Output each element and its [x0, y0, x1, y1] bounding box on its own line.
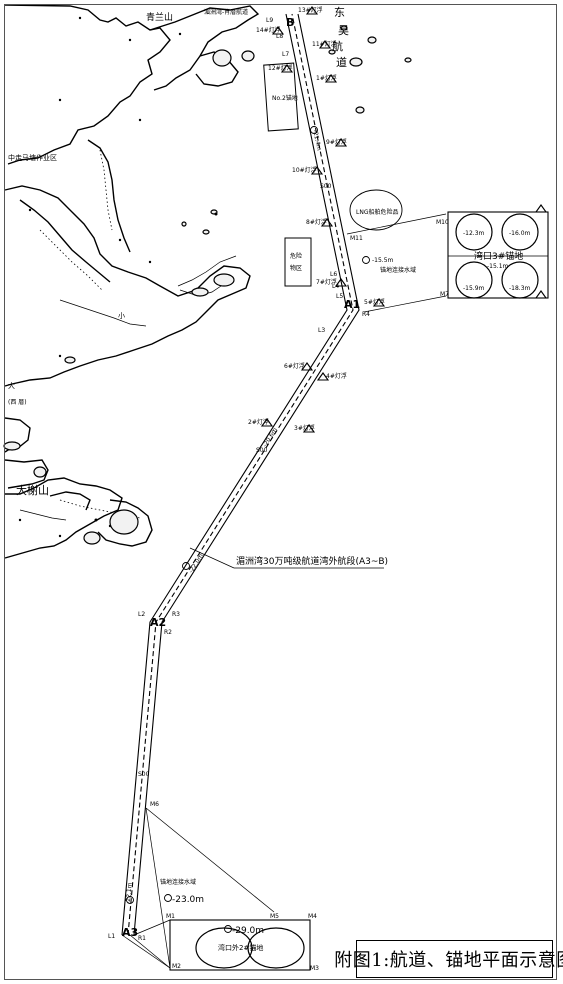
buoy-7: 7#灯浮 [316, 278, 337, 286]
buoy-12: 12#灯浮 [268, 64, 293, 72]
point-m7: M7 [440, 291, 449, 298]
place-hang: 航 [332, 39, 343, 53]
anch3-depth-2: -16.0m [509, 230, 531, 237]
anch3-depth-1: -12.3m [463, 230, 485, 237]
place-qinglan-shan: 青兰山 [146, 11, 173, 23]
conn-water-2-depth: -23.0m [172, 895, 204, 905]
point-m11: M11 [350, 235, 363, 242]
reserved-areas: No.2锚地 危险 物区 LNG船舶危险品 [263, 62, 403, 287]
svg-text:物区: 物区 [290, 264, 302, 272]
land-marks [18, 16, 218, 538]
point-r2: R2 [164, 629, 172, 636]
buoy-labels: 13#灯浮 14#灯浮 11#灯浮 12#灯浮 10#灯浮 9#灯浮 8#灯浮 … [248, 6, 548, 433]
channel-name-label: 湄洲湾30万吨级航道湾外航段(A3~B) [189, 547, 388, 569]
depth-mark-3: -21.4m [311, 129, 322, 152]
svg-text:No.2锚地: No.2锚地 [272, 94, 298, 102]
anch3-depth-5: -18.3m [509, 285, 531, 292]
buoy-4: 4#灯浮 [326, 372, 347, 380]
place-wu: 吴 [338, 24, 349, 37]
point-l6: L6 [330, 271, 337, 278]
point-r3: R3 [172, 611, 180, 618]
anch2-name: 湾口外2#锚地 [218, 943, 263, 952]
buoy-10: 10#灯浮 [292, 166, 317, 174]
point-m1: M1 [166, 913, 175, 920]
buoy-3: 3#灯浮 [294, 424, 315, 432]
point-r1: R1 [138, 935, 146, 942]
speed-mark-2: S00 [256, 447, 268, 454]
depth-mark-4: -20.6m [262, 426, 279, 448]
depth-mark-1: -22.1m [125, 882, 134, 904]
buoy-9: 9#灯浮 [326, 138, 347, 146]
waypoints: B A1 A2 A3 [122, 16, 360, 939]
point-m3: M3 [310, 965, 319, 972]
anch2-depth: -29.0m [232, 926, 264, 936]
buoy-8: 8#灯浮 [306, 218, 327, 226]
anch3-depth-4: -15.9m [463, 285, 485, 292]
point-m5: M5 [270, 913, 279, 920]
main-channel [121, 13, 447, 969]
place-xiao: 小 [118, 311, 125, 320]
place-da: 大 [8, 381, 15, 390]
coastline-daxie [3, 417, 153, 559]
speed-mark-3: S00 [320, 183, 332, 190]
point-m10: M10 [436, 219, 449, 226]
waypoint-a1: A1 [344, 298, 360, 311]
place-ma-area: 中走马塘作业区 [8, 153, 57, 162]
place-daxie-shan: 大榭山 [16, 483, 49, 497]
speed-mark-1: S00 [138, 771, 150, 778]
point-l5: L5 [336, 293, 343, 300]
buoy-1: 1#灯浮 [316, 74, 337, 82]
svg-text:LNG船舶危险品: LNG船舶危险品 [356, 208, 398, 216]
buoy-2: 2#灯浮 [248, 418, 269, 426]
point-l1: L1 [108, 933, 115, 940]
place-dong: 东 [334, 6, 345, 19]
channel-depths: -22.1m -22.0m -21.4m -20.6m S00 S00 S00 [125, 126, 370, 933]
point-l7: L7 [282, 51, 289, 58]
anch3-name: 湾口3#锚地 [474, 250, 523, 262]
point-l8: L8 [276, 33, 283, 40]
point-r4: R4 [362, 311, 370, 318]
point-l9: L9 [266, 17, 273, 24]
anch3-depth-3: -15.1m [487, 263, 509, 270]
conn-water-1-name: 锚地连接水域 [380, 266, 416, 274]
coastline-north [4, 4, 412, 387]
point-m2: M2 [172, 963, 181, 970]
point-m4: M4 [308, 913, 317, 920]
waypoint-a3: A3 [122, 926, 138, 939]
depth-mark-2: -22.0m [188, 552, 205, 574]
place-names: 青兰山 东 吴 航 道 中走马塘作业区 大榭山 小 大 (西 厝) 湄洲湾-肖厝… [8, 6, 349, 497]
line-points: L1 R1 L2 R3 R2 L3 L4 L5 L6 L7 L8 L9 R4 [108, 17, 370, 942]
place-xi-hai: (西 厝) [8, 399, 27, 406]
connection-waters: -15.5m 锚地连接水域 锚地连接水域 -23.0m M6 M11 [150, 235, 416, 905]
channel-name: 湄洲湾30万吨级航道湾外航段(A3~B) [236, 555, 388, 567]
point-l2: L2 [138, 611, 145, 618]
anchorage-3: -12.3m -16.0m 湾口3#锚地 -15.1m -15.9m -18.3… [436, 211, 549, 299]
buoy-6: 6#灯浮 [284, 362, 305, 370]
point-m6: M6 [150, 801, 159, 808]
waypoint-a2: A2 [150, 616, 166, 629]
anchorage-2: -29.0m 湾口外2#锚地 M1 M2 M3 M4 M5 [166, 913, 319, 972]
title-box: 附图1:航道、锚地平面示意图 [334, 940, 563, 978]
top-route-label: 湄洲湾-肖厝航道 [204, 8, 248, 16]
map-title: 附图1:航道、锚地平面示意图 [334, 950, 563, 971]
place-dao: 道 [336, 55, 347, 69]
point-l3: L3 [318, 327, 325, 334]
waypoint-b: B [286, 16, 294, 29]
buoy-5: 5#灯浮 [364, 298, 385, 306]
svg-text:危险: 危险 [290, 252, 302, 260]
conn-water-1-depth: -15.5m [372, 257, 394, 264]
buoy-icon [260, 6, 548, 433]
conn-water-2-name: 锚地连接水域 [160, 878, 196, 886]
buoy-11: 11#灯浮 [312, 40, 337, 48]
buoy-14: 14#灯浮 [256, 26, 281, 34]
